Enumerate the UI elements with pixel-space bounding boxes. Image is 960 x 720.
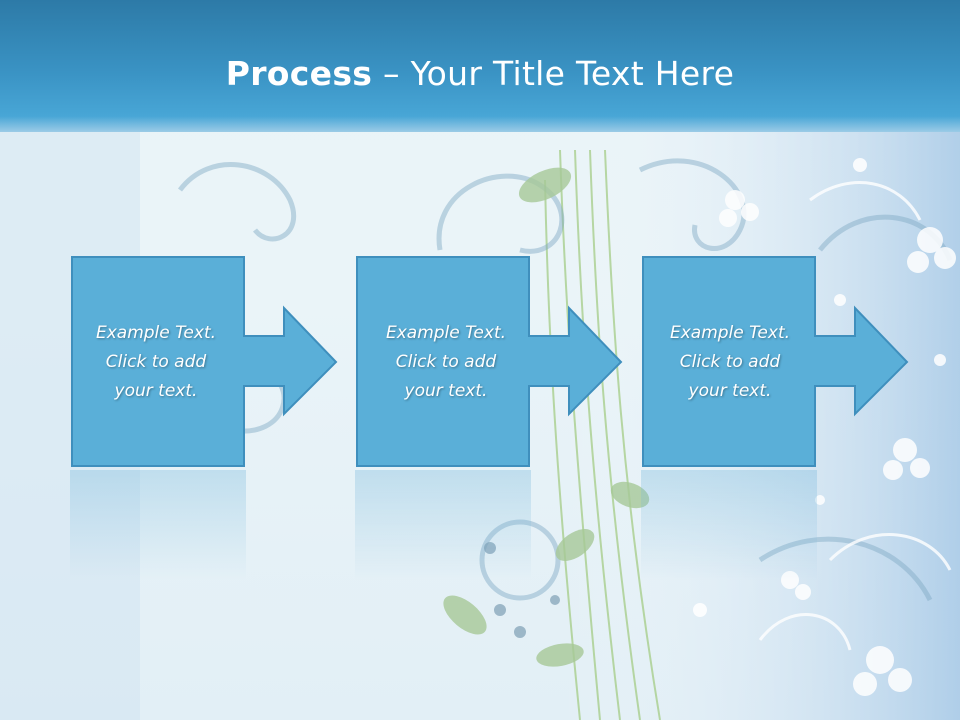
step-text-line: your text.	[688, 380, 772, 401]
process-step-1[interactable]: Example Text. Click to add your text.	[71, 256, 341, 468]
step-text-line: Example Text.	[95, 322, 217, 343]
step-text-line: Click to add	[105, 351, 207, 372]
title-bar: Process – Your Title Text Here	[0, 0, 960, 132]
step-text-line: your text.	[404, 380, 488, 401]
step-reflection	[355, 470, 531, 580]
step-text-line: your text.	[114, 380, 198, 401]
step-text-placeholder[interactable]: Example Text. Click to add your text.	[361, 256, 531, 468]
step-text-line: Click to add	[395, 351, 497, 372]
slide-title[interactable]: Process – Your Title Text Here	[0, 52, 960, 96]
title-text: – Your Title Text Here	[372, 54, 735, 93]
step-text-line: Click to add	[679, 351, 781, 372]
process-step-2[interactable]: Example Text. Click to add your text.	[356, 256, 626, 468]
step-text-line: Example Text.	[669, 322, 791, 343]
process-step-3[interactable]: Example Text. Click to add your text.	[642, 256, 912, 468]
step-text-line: Example Text.	[385, 322, 507, 343]
title-keyword: Process	[225, 54, 373, 93]
step-text-placeholder[interactable]: Example Text. Click to add your text.	[645, 256, 815, 468]
step-reflection	[70, 470, 246, 580]
step-text-placeholder[interactable]: Example Text. Click to add your text.	[71, 256, 241, 468]
step-reflection	[641, 470, 817, 580]
arrow-box-shape	[642, 256, 909, 467]
arrow-box-shape	[356, 256, 623, 467]
arrow-box-shape	[71, 256, 338, 467]
